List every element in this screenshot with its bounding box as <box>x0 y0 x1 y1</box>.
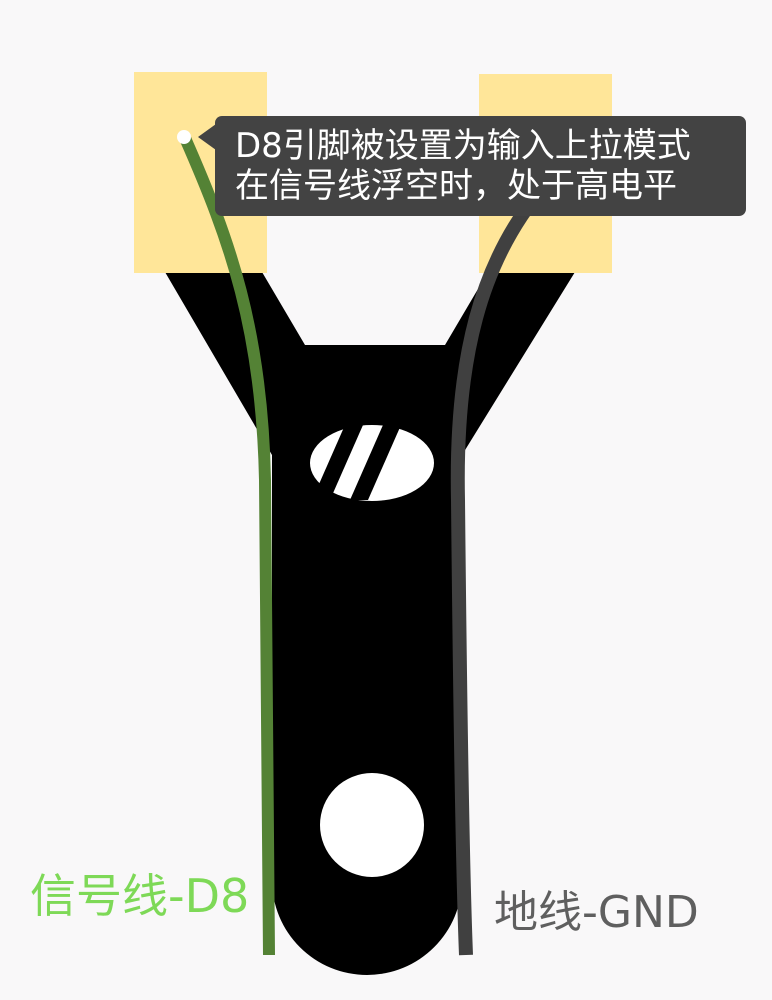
tooltip-line-2: 在信号线浮空时，处于高电平 <box>235 166 677 206</box>
sensor-board <box>165 272 575 975</box>
tooltip-arrow <box>198 124 216 150</box>
pin-tooltip: D8引脚被设置为输入上拉模式 在信号线浮空时，处于高电平 <box>215 116 746 216</box>
signal-wire <box>179 135 275 956</box>
ground-wire <box>450 180 551 956</box>
tooltip-line-1: D8引脚被设置为输入上拉模式 <box>235 126 691 166</box>
slot-stripe <box>350 425 401 500</box>
signal-wire-label: 信号线-D8 <box>30 869 250 923</box>
ground-wire-label: 地线-GND <box>494 887 699 938</box>
mounting-hole <box>320 773 424 877</box>
slot-stripe <box>312 425 363 500</box>
d8-pin-dot <box>177 130 191 144</box>
